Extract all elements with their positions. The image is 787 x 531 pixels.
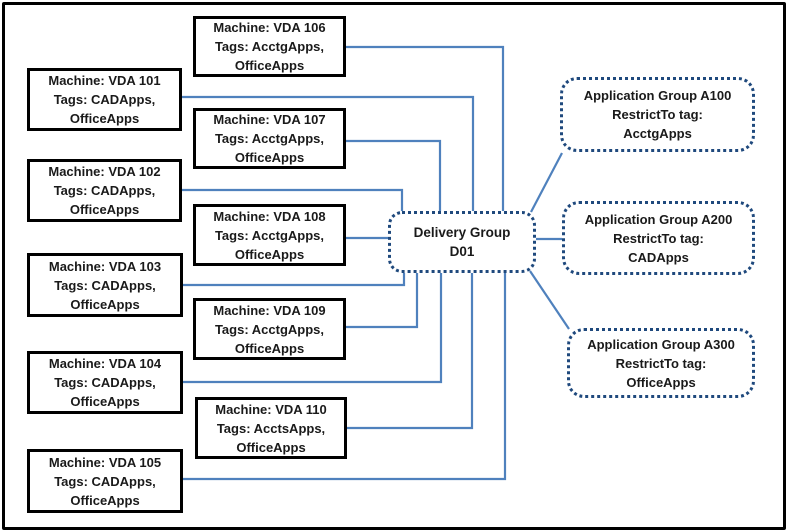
- machine-tags-line1: Tags: CADApps,: [54, 375, 156, 390]
- machine-tags-line2: OfficeApps: [236, 439, 306, 455]
- delivery-group-name: Delivery Group: [413, 225, 511, 240]
- machine-tags-line2: OfficeApps: [69, 202, 140, 217]
- connector-vda105-to-delivery-group: [182, 271, 507, 481]
- application-group-restrict-label: RestrictTo tag:: [615, 355, 707, 371]
- connector-vda103-to-delivery-group: [182, 271, 406, 287]
- machine-title: Machine: VDA 102: [48, 164, 161, 179]
- machine-title: Machine: VDA 110: [215, 401, 327, 417]
- application-group-a300-box: Application Group A300 RestrictTo tag: O…: [567, 328, 755, 398]
- application-group-tag: AcctgApps: [623, 126, 692, 141]
- machine-box-vda-105: Machine: VDA 105 Tags: CADApps, OfficeAp…: [27, 449, 183, 513]
- application-group-title: Application Group A300: [587, 336, 735, 352]
- machine-tags-line1: Tags: CADApps,: [54, 277, 156, 293]
- machine-tags-line1: Tags: CADApps,: [53, 183, 156, 198]
- machine-tags-line1: Tags: AcctgApps,: [214, 227, 325, 243]
- machine-box-vda-107: Machine: VDA 107 Tags: AcctgApps, Office…: [193, 108, 346, 169]
- delivery-group-id: D01: [449, 244, 475, 259]
- connector-vda101-to-delivery-group: [181, 95, 475, 213]
- machine-tags-line2: OfficeApps: [69, 111, 140, 126]
- machine-box-vda-104: Machine: VDA 104 Tags: CADApps, OfficeAp…: [27, 351, 183, 414]
- machine-tags-line2: OfficeApps: [234, 340, 305, 356]
- application-group-tag: CADApps: [628, 249, 689, 265]
- machine-tags-line2: OfficeApps: [234, 150, 305, 165]
- application-group-tag: OfficeApps: [626, 374, 696, 390]
- machine-title: Machine: VDA 104: [48, 356, 162, 371]
- application-group-a100-box: Application Group A100 RestrictTo tag: A…: [560, 77, 755, 152]
- connector-vda102-to-delivery-group: [181, 188, 404, 213]
- machine-tags-line1: Tags: AcctgApps,: [214, 131, 325, 146]
- connector-vda107-to-delivery-group: [345, 139, 442, 213]
- connector-vda110-to-delivery-group: [346, 271, 474, 430]
- application-group-restrict-label: RestrictTo tag:: [612, 107, 703, 122]
- machine-tags-line1: Tags: AcctgApps,: [214, 39, 325, 54]
- connector-delivery-group-to-a300: [529, 270, 570, 330]
- machine-title: Machine: VDA 101: [48, 73, 161, 88]
- machine-tags-line2: OfficeApps: [234, 58, 305, 73]
- machine-box-vda-110: Machine: VDA 110 Tags: AcctsApps, Office…: [195, 397, 347, 459]
- machine-box-vda-102: Machine: VDA 102 Tags: CADApps, OfficeAp…: [27, 159, 182, 222]
- machine-tags-line1: Tags: AcctsApps,: [216, 420, 326, 436]
- machine-tags-line1: Tags: CADApps,: [54, 473, 156, 489]
- machine-title: Machine: VDA 106: [213, 20, 326, 35]
- machine-tags-line2: OfficeApps: [70, 394, 140, 409]
- machine-tags-line2: OfficeApps: [70, 296, 140, 312]
- machine-box-vda-106: Machine: VDA 106 Tags: AcctgApps, Office…: [193, 16, 346, 77]
- machine-title: Machine: VDA 103: [48, 258, 162, 274]
- machine-box-vda-108: Machine: VDA 108 Tags: AcctgApps, Office…: [193, 204, 346, 266]
- machine-box-vda-109: Machine: VDA 109 Tags: AcctgApps, Office…: [193, 298, 346, 360]
- application-group-restrict-label: RestrictTo tag:: [613, 230, 704, 246]
- connector-vda106-to-delivery-group: [345, 45, 505, 213]
- connector-vda104-to-delivery-group: [182, 271, 443, 384]
- machine-tags-line1: Tags: CADApps,: [53, 92, 156, 107]
- connector-vda109-to-delivery-group: [346, 271, 419, 329]
- application-group-title: Application Group A100: [583, 88, 732, 103]
- machine-box-vda-103: Machine: VDA 103 Tags: CADApps, OfficeAp…: [27, 253, 183, 317]
- application-group-title: Application Group A200: [584, 211, 733, 227]
- application-group-a200-box: Application Group A200 RestrictTo tag: C…: [562, 201, 755, 275]
- machine-tags-line2: OfficeApps: [234, 246, 305, 262]
- machine-title: Machine: VDA 109: [213, 302, 326, 318]
- machine-title: Machine: VDA 107: [213, 112, 326, 127]
- machine-tags-line2: OfficeApps: [70, 492, 140, 508]
- machine-tags-line1: Tags: AcctgApps,: [214, 321, 325, 337]
- machine-title: Machine: VDA 105: [48, 454, 162, 470]
- machine-title: Machine: VDA 108: [213, 208, 326, 224]
- connector-delivery-group-to-a100: [530, 152, 563, 213]
- machine-box-vda-101: Machine: VDA 101 Tags: CADApps, OfficeAp…: [27, 68, 182, 131]
- delivery-group-box: Delivery Group D01: [388, 211, 536, 273]
